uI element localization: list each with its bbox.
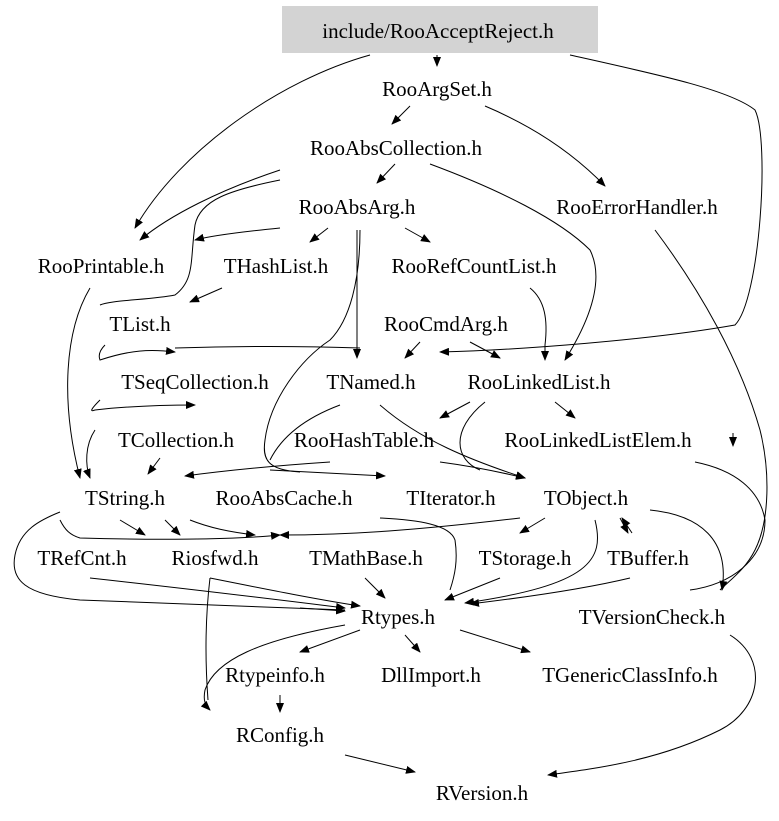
node-dllimport: DllImport.h [381, 663, 481, 687]
edge-root-tnamed [439, 54, 763, 356]
node-rooargset: RooArgSet.h [382, 77, 492, 101]
node-tmathbase: TMathBase.h [309, 546, 423, 570]
node-roocmdarg: RooCmdArg.h [384, 312, 508, 336]
nodes: include/RooAcceptReject.h RooArgSet.h Ro… [37, 6, 726, 805]
node-rtypeinfo: Rtypeinfo.h [225, 663, 325, 687]
node-roolinkedlistelem: RooLinkedListElem.h [504, 428, 692, 452]
edge-tcollection-tstring [147, 457, 161, 475]
edge-roohashtable-tobject [439, 461, 526, 480]
node-tseqcollection: TSeqCollection.h [121, 370, 269, 394]
edge-rtypes-tgenericclassinfo [459, 629, 531, 654]
edge-tstring-trefcnt [13, 511, 346, 611]
node-root: include/RooAcceptReject.h [322, 19, 554, 43]
edge-tstring-riosfwd [119, 519, 146, 536]
edges [13, 54, 768, 778]
edge-rooabsarg-roorefcountlist [404, 227, 431, 243]
edge-rooargset-rooabscollection [391, 105, 411, 125]
edge-tmathbase-rtypes [364, 577, 386, 599]
edge-rooabscollection-rooprintable [139, 169, 281, 241]
node-rconfig: RConfig.h [236, 723, 325, 747]
edge-tnamed-tstring [269, 404, 341, 461]
edge-rooabsarg-thashlist [309, 227, 329, 243]
edge-roolinkedlist-tobject [459, 401, 486, 471]
edge-roorefcountlist-roolinkedlist [529, 287, 547, 346]
edge-rtypes-dllimport [404, 634, 421, 653]
edge-tcollection-titerator [269, 469, 386, 480]
edge-riosfwd-rtypes [209, 577, 361, 609]
edge-tlist-tseqcollection [98, 344, 176, 361]
edge-rooerrorhandler-tversioncheck [654, 229, 768, 591]
node-tgenericclassinfo: TGenericClassInfo.h [542, 663, 718, 687]
edge-tobject-tstorage [519, 517, 546, 534]
edge-tseqcollection-tcollection [91, 399, 196, 412]
node-thashlist: THashList.h [224, 254, 329, 278]
edge-rooabscollection-roolinkedlist [429, 163, 597, 361]
edge-tstorage-rtypes [444, 577, 501, 601]
node-roorefcountlist: RooRefCountList.h [391, 254, 557, 278]
edge-roolinkedlist-roolinkedlistelem [554, 401, 576, 419]
node-titerator: TIterator.h [406, 486, 496, 510]
edge-roolinkedlistelem-rtypes [689, 461, 766, 591]
edge-rooargset-rooerrorhandler [484, 105, 606, 187]
edge-trefcnt-rtypes [89, 577, 346, 611]
node-tversioncheck: TVersionCheck.h [579, 605, 726, 629]
edge-rooabscollection-tlist [99, 179, 281, 306]
edge-rtypes-rconfig [200, 624, 346, 711]
edge-roocmdarg-tnamed [404, 341, 421, 359]
edge-tobject-riosfwd [279, 517, 521, 539]
edge-tcollection-tstring-2 [83, 429, 96, 479]
edge-thashlist-tlist [189, 287, 223, 303]
edge-tbuffer-rtypes [469, 577, 631, 607]
edge-tversioncheck-rversion [547, 634, 756, 778]
edge-rooabsarg-rooprintable [194, 227, 281, 242]
node-rooabsarg: RooAbsArg.h [299, 195, 416, 219]
node-tstring: TString.h [85, 486, 165, 510]
edge-tobject-tversioncheck [649, 509, 728, 591]
edge-rooabscache-tmathbase [59, 519, 281, 540]
node-tbuffer: TBuffer.h [607, 546, 689, 570]
edge-tnamed-tobject [379, 404, 526, 480]
node-riosfwd: Riosfwd.h [172, 546, 259, 570]
edge-root-rooprintable [134, 54, 371, 229]
edge-riosfwd-rconfig [205, 577, 211, 701]
edge-tobject-rtypes [464, 519, 598, 606]
edge-roohashtable-tstring [184, 461, 331, 479]
node-tstorage: TStorage.h [479, 546, 572, 570]
edge-roocmdarg-tlist-path [174, 346, 361, 349]
node-tcollection: TCollection.h [118, 428, 235, 452]
edge-roocmdarg-roolinkedlist [469, 341, 501, 359]
edge-rconfig-rversion [344, 754, 416, 774]
node-rooabscache: RooAbsCache.h [215, 486, 353, 510]
node-rtypes: Rtypes.h [361, 605, 436, 629]
root-node-box [282, 6, 598, 53]
edge-tstring-tmathbase [164, 519, 181, 536]
edge-titerator-rtypes [379, 517, 457, 591]
edge-rooabscollection-rooabsarg [376, 163, 396, 184]
edge-rooabsarg-roocache [263, 229, 361, 473]
node-rversion: RVersion.h [436, 781, 529, 805]
node-rooabscollection: RooAbsCollection.h [310, 136, 483, 160]
node-roolinkedlist: RooLinkedList.h [468, 370, 611, 394]
edge-roolinkedlist-roohashtable [439, 401, 471, 419]
edge-rtypes-rtypeinfo [299, 629, 361, 653]
node-roohashtable: RooHashTable.h [294, 428, 435, 452]
node-rooprintable: RooPrintable.h [38, 254, 165, 278]
edge-rooabscache-riosfwd [189, 519, 256, 538]
edge-tbuffer-tobject [621, 517, 633, 534]
node-tnamed: TNamed.h [326, 370, 416, 394]
edge-rooprintable-tstring [67, 287, 91, 479]
node-tlist: TList.h [109, 312, 171, 336]
node-tobject: TObject.h [544, 486, 629, 510]
node-rooerrorhandler: RooErrorHandler.h [556, 195, 718, 219]
node-trefcnt: TRefCnt.h [37, 546, 127, 570]
